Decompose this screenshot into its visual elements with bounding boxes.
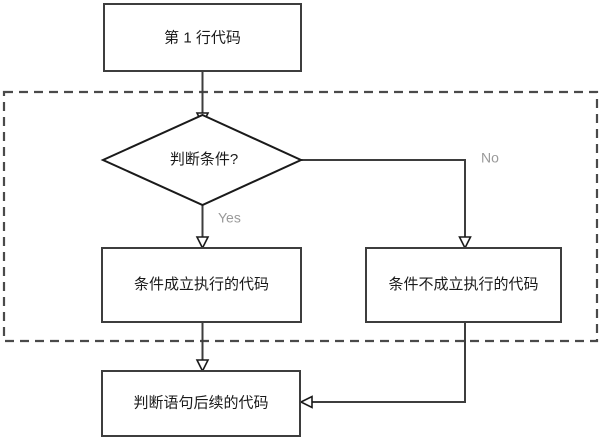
node-after-statement-label: 判断语句后续的代码 <box>133 394 268 411</box>
node-first-line-label: 第 1 行代码 <box>164 28 241 46</box>
node-false-branch-label: 条件不成立执行的代码 <box>388 276 538 293</box>
node-true-branch[interactable] <box>101 247 302 323</box>
edge-label-no: No <box>481 150 499 166</box>
node-first-line[interactable] <box>103 3 302 72</box>
node-false-branch[interactable] <box>365 247 562 323</box>
node-true-branch-label: 条件成立执行的代码 <box>134 276 269 293</box>
edge-label-yes: Yes <box>218 210 241 226</box>
arrowhead-condition-to-true <box>195 236 210 250</box>
arrowhead-false-to-after <box>299 395 313 409</box>
node-condition[interactable] <box>100 113 304 207</box>
arrowhead-true-to-after <box>195 359 210 373</box>
edge-condition-to-false <box>301 159 466 239</box>
edge-false-to-after <box>310 322 466 403</box>
node-condition-label: 判断条件? <box>170 151 238 168</box>
arrowhead-condition-to-false <box>458 236 472 250</box>
node-after-statement[interactable] <box>101 370 301 437</box>
